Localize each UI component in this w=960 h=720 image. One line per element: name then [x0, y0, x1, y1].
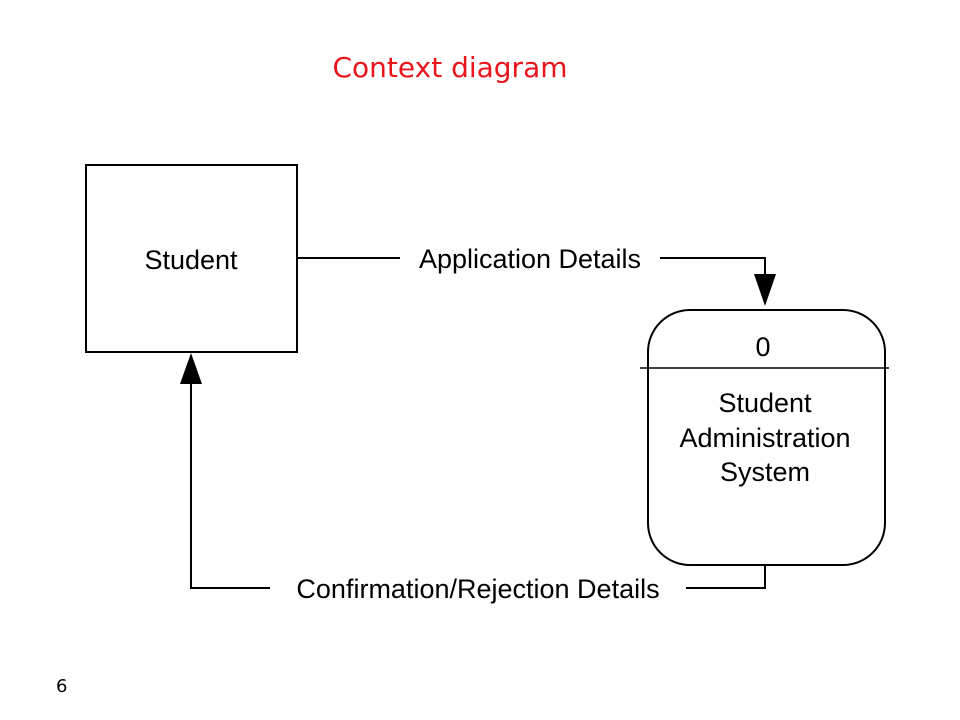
application-flow-arrowhead [754, 274, 776, 306]
confirmation-flow-arrowhead [180, 353, 202, 384]
page-number: 6 [56, 676, 68, 697]
student-entity-label: Student [144, 245, 238, 275]
confirmation-rejection-details-label: Confirmation/Rejection Details [296, 574, 659, 604]
process-id: 0 [755, 332, 770, 362]
application-details-label: Application Details [419, 244, 641, 274]
process-box [647, 309, 886, 566]
student-entity-box [85, 164, 298, 353]
confirmation-flow-line-right [686, 565, 766, 589]
application-flow-line-right [660, 257, 766, 276]
process-name-line-1: Student [718, 388, 812, 418]
slide-title: Context diagram [332, 51, 568, 84]
process-name-line-3: System [720, 457, 810, 487]
process-name-line-2: Administration [679, 423, 850, 453]
confirmation-flow-line-left [190, 382, 270, 589]
